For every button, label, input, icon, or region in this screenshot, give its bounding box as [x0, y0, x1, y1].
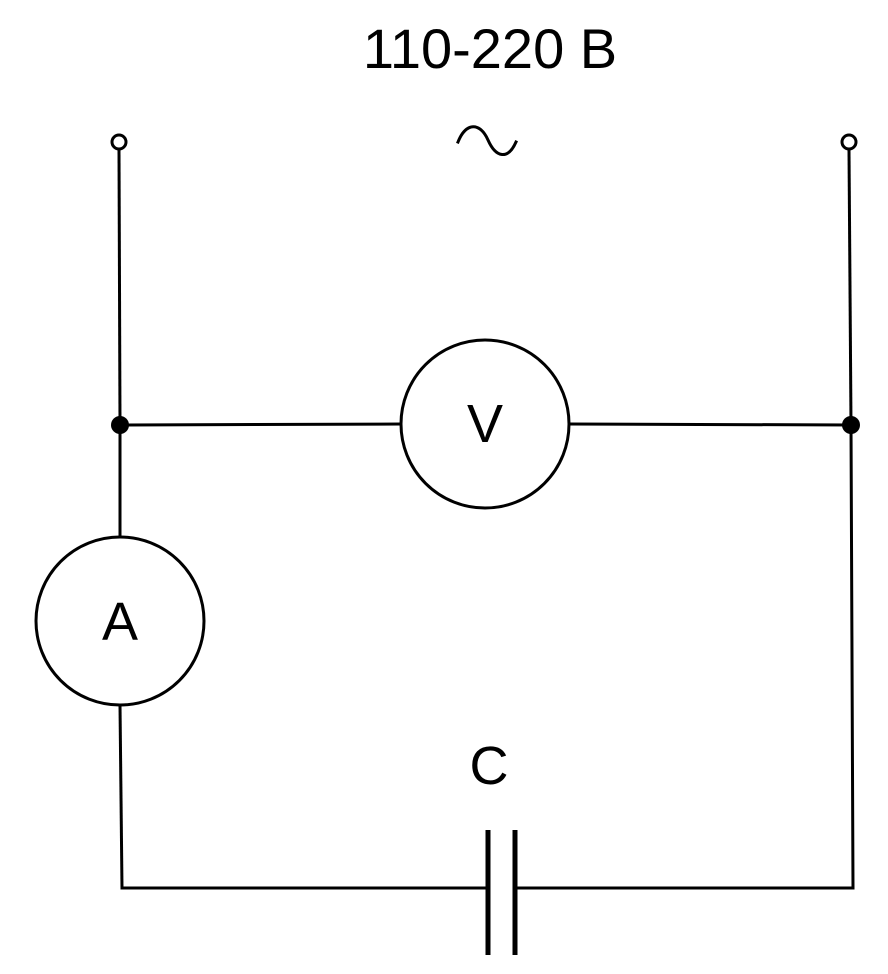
- right-terminal: [840, 133, 858, 151]
- ammeter: [34, 535, 206, 707]
- right-junction-dot: [842, 416, 860, 434]
- capacitor-label: C: [470, 736, 509, 796]
- voltmeter-label: V: [467, 394, 503, 454]
- ac-sine-icon: [456, 125, 518, 156]
- left-junction-dot: [111, 416, 129, 434]
- ammeter-lower-wire: [118, 703, 124, 890]
- left-terminal: [110, 133, 128, 151]
- voltmeter-left-lead: [118, 422, 403, 427]
- right-supply-wire: [847, 148, 853, 427]
- voltmeter-right-lead: [567, 422, 853, 427]
- right-return-wire: [849, 423, 855, 890]
- ammeter-label: A: [102, 592, 138, 652]
- supply-voltage-label: 110-220 В: [363, 17, 617, 80]
- voltmeter: [399, 338, 571, 510]
- left-supply-wire: [117, 148, 122, 427]
